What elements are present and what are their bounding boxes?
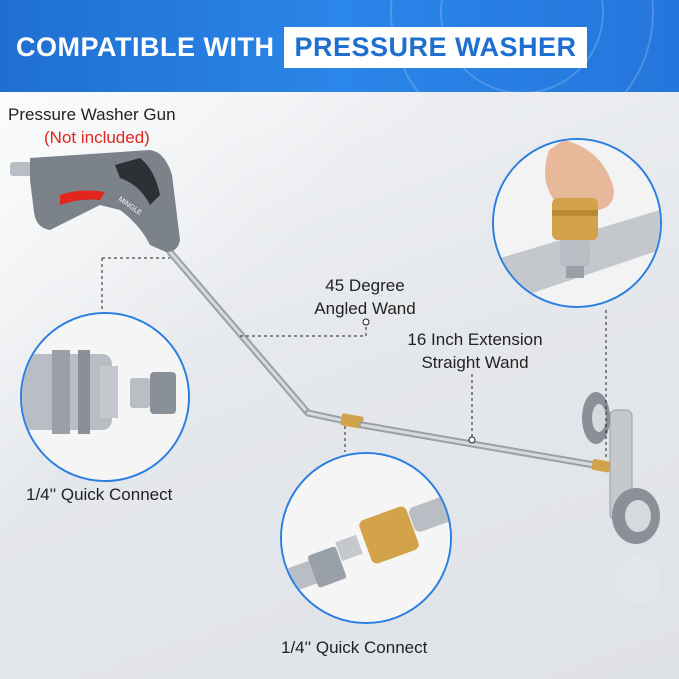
angled-wand-line1: 45 Degree [325,276,405,295]
detail-circle-top-right [492,138,662,308]
detail-circle-bottom [280,452,452,624]
title-plain: COMPATIBLE WITH [16,31,275,62]
end-coupler [591,459,611,473]
angled-wand-label: 45 Degree Angled Wand [300,274,430,320]
detail-circle-left [20,312,190,482]
gun-label: Pressure Washer Gun [8,103,176,126]
quick-connect-left-label: 1/4'' Quick Connect [26,483,172,506]
gun-title: Pressure Washer Gun [8,105,176,124]
quick-connect-detail-image [22,314,188,480]
header-title: COMPATIBLE WITH PRESSURE WASHER [16,26,587,68]
brass-coupler-detail-image [282,454,450,622]
quick-connect-bottom-label: 1/4'' Quick Connect [281,636,427,659]
extension-line2: Straight Wand [421,353,529,372]
extension-wand [358,421,604,470]
coupler-detail-image [494,140,660,306]
callout-line-angled [240,322,367,337]
quick-connect-coupler [340,413,364,429]
undercarriage-cleaner [582,392,660,604]
extension-wand-label: 16 Inch Extension Straight Wand [395,328,555,374]
quick-connect-left-text: 1/4'' Quick Connect [26,485,173,504]
pressure-washer-gun: MINGLE [10,150,180,252]
header-banner: COMPATIBLE WITH PRESSURE WASHER [0,0,679,92]
quick-connect-bottom-text: 1/4'' Quick Connect [281,638,428,657]
extension-line1: 16 Inch Extension [407,330,543,349]
gun-note-text: (Not included) [44,128,150,147]
angled-wand-line2: Angled Wand [314,299,416,318]
title-highlight: PRESSURE WASHER [284,26,587,68]
gun-note: (Not included) [44,126,150,149]
angled-wand [166,248,349,425]
